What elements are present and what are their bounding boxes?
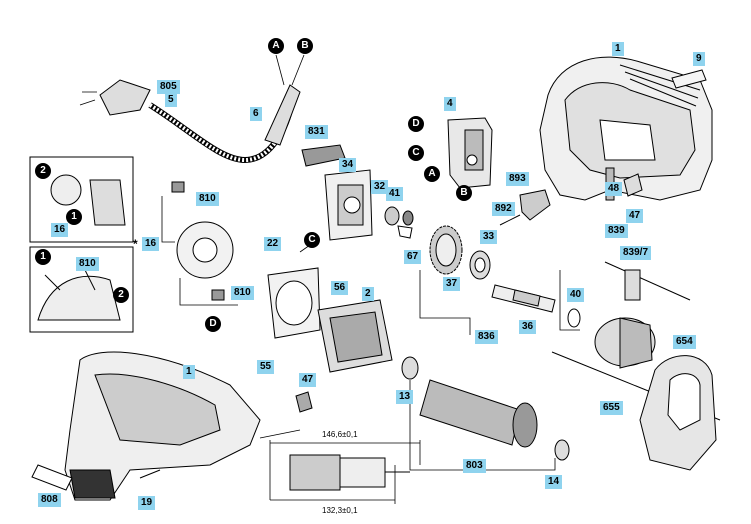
- label-part-36: 36: [519, 320, 537, 334]
- callout-2-inset-top: 2: [35, 163, 51, 179]
- label-part-810-b: 810: [76, 257, 99, 271]
- label-part-40: 40: [567, 288, 585, 302]
- label-part-839: 839: [605, 224, 628, 238]
- chuck-key: [604, 261, 691, 301]
- callout-d-mid: D: [205, 316, 221, 332]
- label-part-48: 48: [605, 182, 623, 196]
- label-part-16-top: 16: [51, 223, 69, 237]
- housing-left: [64, 351, 261, 501]
- callout-2-inset-bottom: 2: [113, 287, 129, 303]
- label-part-892: 892: [492, 202, 515, 216]
- bearing-41: [384, 206, 414, 239]
- callout-1-inset-bottom: 1: [35, 249, 51, 265]
- label-part-67: 67: [404, 250, 422, 264]
- label-part-32: 32: [371, 180, 389, 194]
- callout-c-mid: C: [304, 232, 320, 248]
- label-part-808: 808: [38, 493, 61, 507]
- label-part-22: 22: [264, 237, 282, 251]
- callout-a-top: A: [268, 38, 284, 54]
- label-part-41: 41: [386, 187, 404, 201]
- dimension-shaft: 132,3±0,1: [322, 506, 358, 515]
- label-part-810-a: 810: [196, 192, 219, 206]
- brush-plate-34: [324, 169, 373, 241]
- label-part-1-bottom: 1: [183, 365, 195, 379]
- callout-c-switch: C: [408, 145, 424, 161]
- label-part-56: 56: [331, 281, 349, 295]
- part-9-strip: [671, 69, 707, 89]
- callout-d-switch: D: [408, 116, 424, 132]
- armature-803: [401, 356, 570, 461]
- chuck-839: [594, 317, 656, 369]
- gear-37: [429, 225, 463, 275]
- label-part-9: 9: [693, 52, 705, 66]
- label-part-655: 655: [600, 401, 623, 415]
- label-part-831: 831: [305, 125, 328, 139]
- label-part-1-top: 1: [612, 42, 624, 56]
- label-part-47-bottom: 47: [299, 373, 317, 387]
- label-part-805: 805: [157, 80, 180, 94]
- label-part-16-star: 16: [142, 237, 160, 251]
- callout-a-switch: A: [424, 166, 440, 182]
- label-part-6: 6: [250, 107, 262, 121]
- label-part-13: 13: [396, 390, 414, 404]
- label-part-810-c: 810: [231, 286, 254, 300]
- label-part-654: 654: [673, 335, 696, 349]
- armature-detail: [269, 440, 421, 504]
- label-part-34: 34: [339, 158, 357, 172]
- label-part-893: 893: [506, 172, 529, 186]
- label-part-14: 14: [545, 475, 563, 489]
- replacement-star: *: [133, 237, 138, 251]
- washer-40: [567, 308, 581, 328]
- label-part-4: 4: [444, 97, 456, 111]
- label-part-33: 33: [480, 230, 498, 244]
- stub-808: [31, 464, 73, 491]
- callout-b-top: B: [297, 38, 313, 54]
- label-part-5: 5: [165, 93, 177, 107]
- aux-handle: [551, 351, 721, 471]
- trigger-893: [499, 189, 551, 226]
- clip-47-bottom: [295, 391, 313, 413]
- dimension-overall: 146,6±0,1: [322, 430, 358, 439]
- callout-b-switch: B: [456, 185, 472, 201]
- callout-1-inset-top: 1: [66, 209, 82, 225]
- brush-ring-16: [161, 181, 238, 306]
- screw-19: [139, 469, 161, 479]
- label-part-55: 55: [257, 360, 275, 374]
- label-part-836: 836: [475, 330, 498, 344]
- brush-frame-56: [267, 267, 321, 339]
- housing-rear-top: [539, 56, 713, 201]
- spindle-36: [491, 284, 556, 313]
- label-part-19: 19: [138, 496, 156, 510]
- stator-2: [317, 299, 393, 373]
- switch-module: [447, 117, 493, 189]
- label-part-839-7: 839/7: [620, 246, 652, 260]
- label-part-37: 37: [443, 277, 461, 291]
- power-cord: [79, 54, 305, 164]
- label-part-803: 803: [463, 459, 486, 473]
- label-part-47-top: 47: [626, 209, 644, 223]
- bearing-33: [469, 250, 491, 280]
- label-part-2: 2: [362, 287, 374, 301]
